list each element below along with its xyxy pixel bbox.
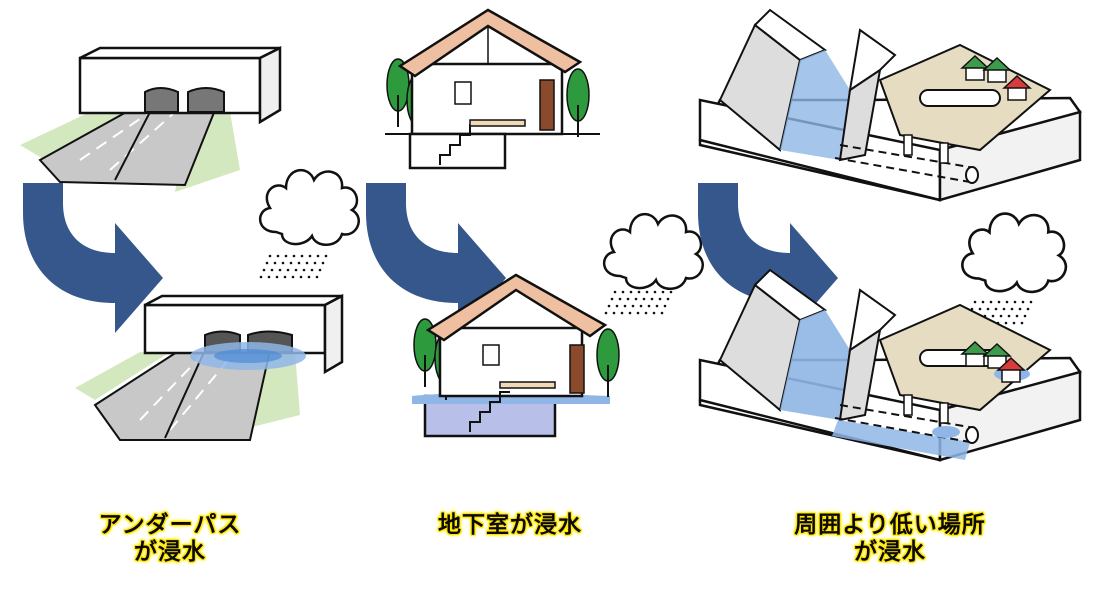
cloud-with-rain (961, 212, 1068, 325)
houses-small (960, 340, 1026, 383)
underpass-before (20, 45, 282, 192)
caption-line: が浸水 (134, 539, 206, 565)
house-flooded (412, 273, 620, 438)
arrow-down-right (23, 183, 163, 333)
caption-line: が浸水 (854, 539, 926, 565)
caption-basement: 地下室が浸水 (400, 512, 620, 539)
caption-line: 地下室が浸水 (438, 512, 582, 538)
houses-small (960, 54, 1032, 101)
caption-lowland: 周囲より低い場所 が浸水 (760, 512, 1020, 566)
caption-underpass: アンダーパス が浸水 (60, 512, 280, 566)
lowland-before (698, 8, 1082, 202)
flooded-pipe (832, 420, 970, 460)
cloud-with-rain (602, 212, 704, 315)
lowland-flooded (698, 268, 1082, 462)
caption-line: 周囲より低い場所 (794, 512, 986, 538)
caption-line: アンダーパス (98, 512, 242, 538)
underpass-flooded (75, 293, 344, 441)
cloud-with-rain (258, 168, 360, 279)
house-before (385, 8, 600, 170)
